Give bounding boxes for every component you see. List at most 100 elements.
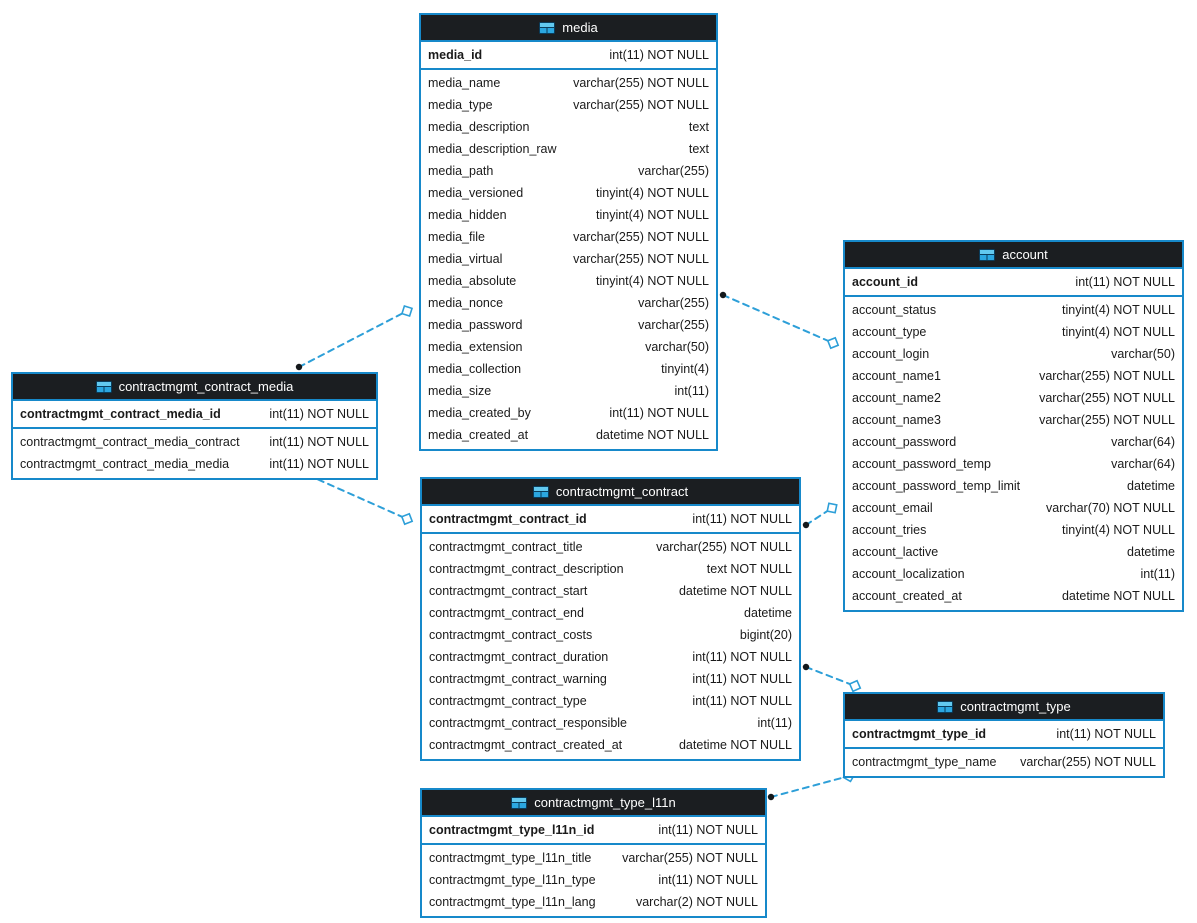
column-name: account_login (852, 347, 930, 361)
column-name: contractmgmt_contract_media_contract (20, 435, 240, 449)
column-name: media_versioned (428, 186, 524, 200)
relation-dashed-line[interactable] (722, 294, 834, 344)
relation-contractmgmt_contract-to-contractmgmt_type[interactable] (802, 663, 862, 693)
column-type: varchar(255) (638, 296, 709, 310)
relation-target-diamond (400, 304, 414, 318)
column-name: account_email (852, 501, 933, 515)
column-type: int(11) NOT NULL (692, 512, 792, 526)
column-type: tinyint(4) NOT NULL (596, 274, 709, 288)
relation-contractmgmt_contract_media-to-media[interactable] (295, 304, 414, 371)
column-name: account_id (852, 275, 918, 289)
table-icon (511, 796, 528, 809)
relation-dashed-line[interactable] (805, 666, 856, 687)
table-header[interactable]: contractmgmt_contract (422, 479, 799, 506)
relation-contractmgmt_contract-to-account[interactable] (802, 502, 838, 529)
column-name: contractmgmt_contract_responsible (429, 716, 628, 730)
column-type: varchar(255) NOT NULL (622, 851, 758, 865)
column-type: datetime NOT NULL (678, 584, 792, 598)
table-header[interactable]: contractmgmt_contract_media (13, 374, 376, 401)
table-header[interactable]: account (845, 242, 1182, 269)
relation-dashed-line[interactable] (298, 310, 408, 368)
relation-media-to-account[interactable] (719, 291, 840, 350)
relation-source-dot (802, 663, 810, 671)
table-header[interactable]: contractmgmt_type_l11n (422, 790, 765, 817)
relation-source-dot (767, 793, 775, 801)
column-name: media_size (428, 384, 492, 398)
column-name: media_extension (428, 340, 523, 354)
table-icon (95, 380, 112, 393)
column-type: varchar(50) (1111, 347, 1175, 361)
table-header[interactable]: contractmgmt_type (845, 694, 1163, 721)
relation-contractmgmt_type_l11n-to-contractmgmt_type[interactable] (767, 769, 856, 801)
table-icon (539, 21, 556, 34)
relation-dashed-line[interactable] (770, 775, 850, 798)
column-type: varchar(64) (1111, 435, 1175, 449)
relation-dashed-line[interactable] (307, 474, 408, 520)
table-row[interactable]: account_login varchar(50) (845, 343, 1182, 365)
table-header[interactable]: media (421, 15, 716, 42)
